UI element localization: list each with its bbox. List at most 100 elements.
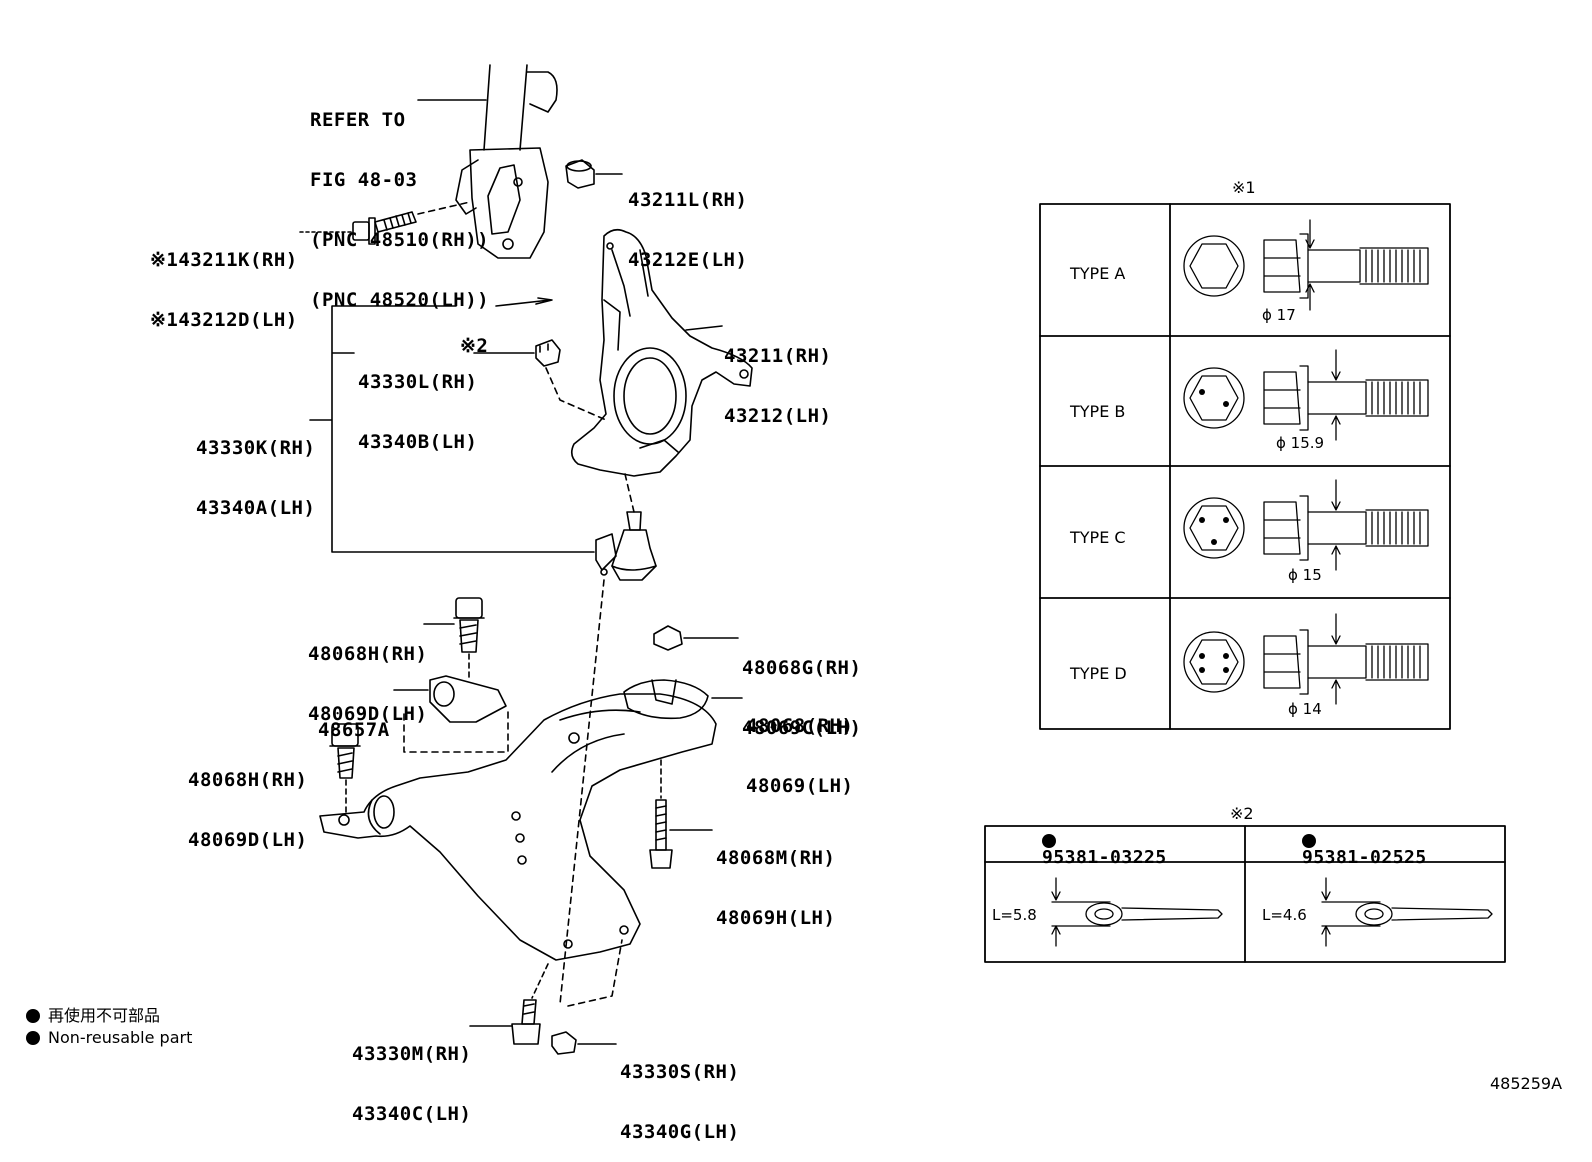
knuckle-leader	[685, 325, 723, 331]
ball-joint-drawing	[595, 511, 657, 581]
rear-bolt-drawing	[453, 597, 485, 653]
table2-grid	[984, 825, 1506, 963]
table2-length-2: L=4.6	[1262, 906, 1307, 924]
knuckle-drawing	[570, 228, 753, 477]
ball-joint-bracket	[309, 305, 595, 553]
castle-nut-dashed	[545, 367, 607, 421]
table2-part-2-number: 95381-02525	[1302, 847, 1427, 868]
rear-nut-drawing	[653, 625, 683, 651]
upper-bolt-drawing	[352, 201, 471, 245]
non-reusable-dot-icon	[26, 1009, 40, 1023]
part-number-rh: 43330M(RH)	[352, 1043, 472, 1065]
table1-type-d: TYPE D	[1070, 664, 1127, 683]
table1-type-c: TYPE C	[1070, 528, 1126, 547]
part-number-lh: 43340G(LH)	[620, 1121, 740, 1143]
legend-jp: 再使用不可部品	[26, 1002, 160, 1026]
lower-nut-drawing	[551, 1031, 577, 1055]
part-number-rh: 48068G(RH)	[742, 657, 862, 679]
table1-grid	[1039, 203, 1451, 730]
label-upper-nut: 43211L(RH) 43212E(LH)	[628, 150, 747, 290]
part-number-lh: 43212(LH)	[724, 405, 832, 427]
table2-pins	[1051, 877, 1493, 947]
label-front-bolt: 48068H(RH) 48069D(LH)	[188, 730, 307, 870]
label-bracket: 48657A	[318, 680, 390, 760]
bracket-drawing	[429, 675, 507, 723]
table1-dim-a: ϕ 17	[1262, 306, 1296, 324]
table1-type-a: TYPE A	[1070, 264, 1126, 283]
table2-length-1: L=5.8	[992, 906, 1037, 924]
part-number-rh: 43211(RH)	[724, 345, 832, 367]
refer-note-line: FIG 48-03	[310, 169, 418, 191]
bushing-drawing	[623, 679, 709, 720]
refer-note-line: REFER TO	[310, 109, 406, 131]
label-castle-nut: 43330L(RH) 43340B(LH)	[358, 332, 477, 472]
label-rear-bolt: 48068H(RH) 48069D(LH)	[308, 604, 427, 744]
part-number-lh: 48069D(LH)	[308, 703, 428, 725]
non-reusable-dot-icon	[1042, 834, 1056, 848]
table1-title: ※1	[1232, 178, 1256, 197]
non-reusable-dot-icon	[1302, 834, 1316, 848]
part-number-rh: 43330S(RH)	[620, 1061, 740, 1083]
part-number-lh: 43340C(LH)	[352, 1103, 472, 1125]
bracket-dashed	[403, 707, 509, 753]
label-upper-bolt: ※143211K(RH) ※143212D(LH)	[150, 210, 298, 350]
table2-part-1-number: 95381-03225	[1042, 847, 1167, 868]
legend-jp-text: 再使用不可部品	[48, 1006, 161, 1025]
refer-note-line: (PNC 48510(RH))	[310, 229, 490, 251]
part-number-lh: 43340A(LH)	[196, 497, 316, 519]
part-number-lh: 48069H(LH)	[716, 907, 836, 929]
table1-dim-b: ϕ 15.9	[1276, 434, 1325, 452]
refer-note: REFER TO FIG 48-03 (PNC 48510(RH)) (PNC …	[310, 70, 489, 330]
part-number-lh: ※143212D(LH)	[150, 309, 298, 331]
castle-nut-drawing	[535, 339, 561, 367]
lower-nut-dashed	[567, 939, 623, 1007]
part-number-rh: 43330L(RH)	[358, 371, 478, 393]
table2-title: ※2	[1230, 804, 1254, 823]
non-reusable-dot-icon	[26, 1031, 40, 1045]
table2-part-2: 95381-02525	[1302, 834, 1427, 868]
lower-bolt-drawing	[511, 999, 541, 1045]
part-number-lh: 48069(LH)	[746, 775, 854, 797]
front-bolt-drawing	[329, 723, 361, 779]
part-number-lh: 48069C(LH)	[742, 717, 862, 739]
part-number-rh: 48068(RH)	[746, 715, 854, 737]
ref2-leader	[495, 299, 551, 307]
part-number-lh: 43212E(LH)	[628, 249, 748, 271]
upper-nut-drawing	[565, 159, 595, 189]
figure-id: 485259A	[1490, 1074, 1563, 1093]
part-number-rh: 48068M(RH)	[716, 847, 836, 869]
ref2-marker-text: ※2	[460, 335, 489, 357]
part-number-rh: 43330K(RH)	[196, 437, 316, 459]
label-bushing: 48068(RH) 48069(LH)	[746, 676, 853, 816]
ball-joint-dashed	[624, 473, 635, 513]
part-number-lh: 48069D(LH)	[188, 829, 308, 851]
table2-part-1: 95381-03225	[1042, 834, 1167, 868]
lower-arm-drawing	[319, 693, 717, 961]
lower-bolt-dashed	[531, 963, 549, 999]
table1-head-dots	[1199, 389, 1229, 673]
table1-dim-c: ϕ 15	[1288, 566, 1322, 584]
part-number-rh: 48068H(RH)	[188, 769, 308, 791]
diagram-drawing	[299, 64, 1506, 1055]
part-number-lh: 43340B(LH)	[358, 431, 478, 453]
label-lower-nut: 43330S(RH) 43340G(LH)	[620, 1022, 739, 1162]
table1-dim-d: ϕ 14	[1288, 700, 1322, 718]
label-knuckle: 43211(RH) 43212(LH)	[724, 306, 831, 446]
label-ball-joint: 43330K(RH) 43340A(LH)	[196, 398, 315, 538]
part-number-rh: 43211L(RH)	[628, 189, 748, 211]
table1-type-b: TYPE B	[1070, 402, 1126, 421]
table1-bolts	[1183, 219, 1429, 705]
part-number-rh: 48068H(RH)	[308, 643, 428, 665]
part-number-rh: ※143211K(RH)	[150, 249, 298, 271]
long-bolt-drawing	[649, 799, 673, 869]
lower-dashed-line	[559, 579, 605, 1005]
label-long-bolt: 48068M(RH) 48069H(LH)	[716, 808, 835, 948]
parts-diagram: REFER TO FIG 48-03 (PNC 48510(RH)) (PNC …	[26, 64, 1563, 1142]
refer-note-line: (PNC 48520(LH))	[310, 289, 490, 311]
legend-en-text: Non-reusable part	[48, 1028, 193, 1047]
ref2-arrow	[535, 297, 553, 305]
part-number: 48657A	[318, 719, 390, 741]
strut-illustration	[455, 64, 558, 259]
label-rear-nut: 48068G(RH) 48069C(LH)	[742, 618, 861, 758]
legend-en: Non-reusable part	[26, 1028, 192, 1047]
